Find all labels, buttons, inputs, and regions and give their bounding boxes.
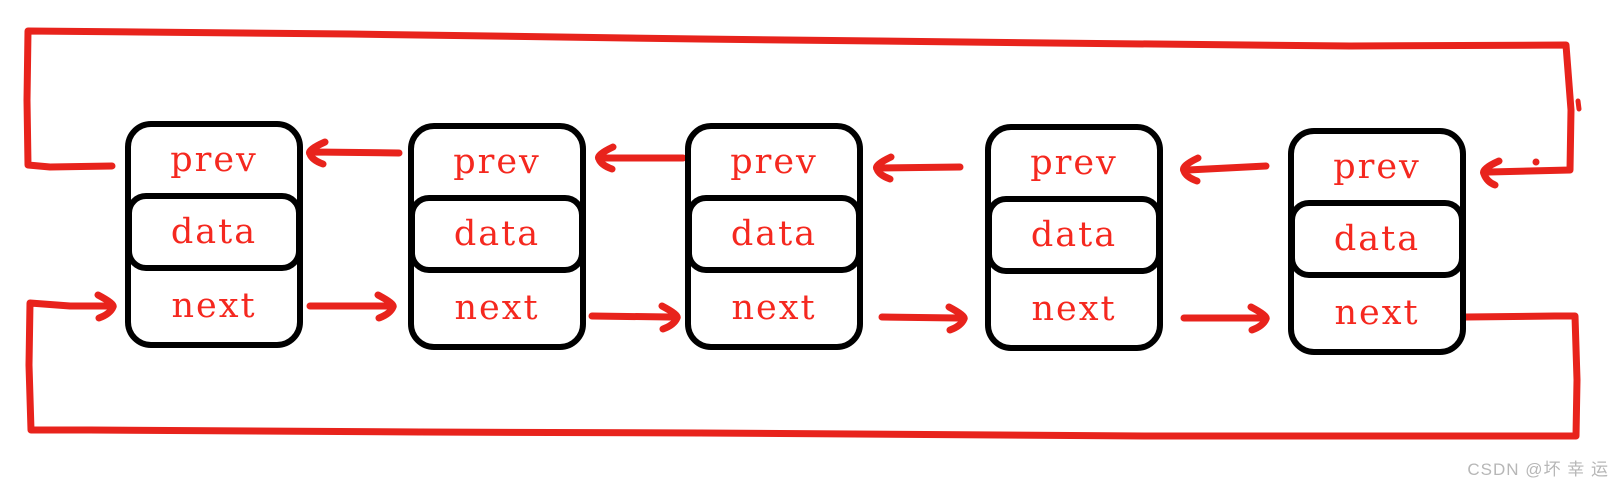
list-node: prev data next: [985, 124, 1163, 351]
watermark: CSDN @坏 幸 运: [1467, 460, 1609, 479]
prev-arrow-node3-to-node2: [595, 143, 687, 173]
data-field-label: data: [1333, 218, 1421, 259]
next-arrow-node4-to-node5: [1180, 303, 1270, 334]
node-data-field: data: [126, 193, 302, 271]
node-prev-field: prev: [991, 130, 1157, 196]
prev-arrow-node2-to-node1: [306, 138, 403, 168]
node-prev-field: prev: [1294, 134, 1460, 200]
list-node: prev data next: [408, 123, 586, 350]
node-prev-field: prev: [691, 129, 857, 195]
stray-ink-dash: [1575, 98, 1582, 112]
data-field-label: data: [730, 213, 818, 254]
next-arrow-node1-to-node2: [306, 291, 397, 322]
node-data-field: data: [409, 195, 585, 273]
next-circular-link-arrow: [25, 291, 1581, 440]
prev-circular-link-arrow: [23, 27, 1575, 189]
next-field-label: next: [454, 288, 540, 328]
list-node: prev data next: [125, 121, 303, 348]
prev-arrow-node4-to-node3: [873, 153, 964, 183]
node-next-field: next: [691, 273, 857, 344]
next-field-label: next: [1334, 293, 1420, 333]
list-node: prev data next: [685, 123, 863, 350]
data-field-label: data: [170, 211, 258, 252]
prev-field-label: prev: [1333, 146, 1421, 187]
stray-ink-dot: [1532, 158, 1540, 166]
prev-field-label: prev: [1030, 142, 1118, 183]
prev-field-label: prev: [730, 141, 818, 182]
next-arrow-node2-to-node3: [588, 302, 681, 333]
data-field-label: data: [1030, 214, 1118, 255]
next-field-label: next: [731, 288, 817, 328]
node-data-field: data: [686, 195, 862, 273]
next-field-label: next: [1031, 289, 1117, 329]
node-next-field: next: [131, 271, 297, 342]
node-next-field: next: [1294, 278, 1460, 349]
prev-field-label: prev: [453, 141, 541, 182]
node-next-field: next: [991, 274, 1157, 345]
node-prev-field: prev: [414, 129, 580, 195]
node-data-field: data: [986, 196, 1162, 274]
next-arrow-node3-to-node4: [878, 303, 968, 334]
node-prev-field: prev: [131, 127, 297, 193]
list-node: prev data next: [1288, 128, 1466, 355]
node-next-field: next: [414, 273, 580, 344]
node-data-field: data: [1289, 200, 1465, 278]
next-field-label: next: [171, 286, 257, 326]
prev-arrow-node5-to-node4: [1180, 154, 1270, 185]
prev-field-label: prev: [170, 139, 258, 180]
data-field-label: data: [453, 213, 541, 254]
